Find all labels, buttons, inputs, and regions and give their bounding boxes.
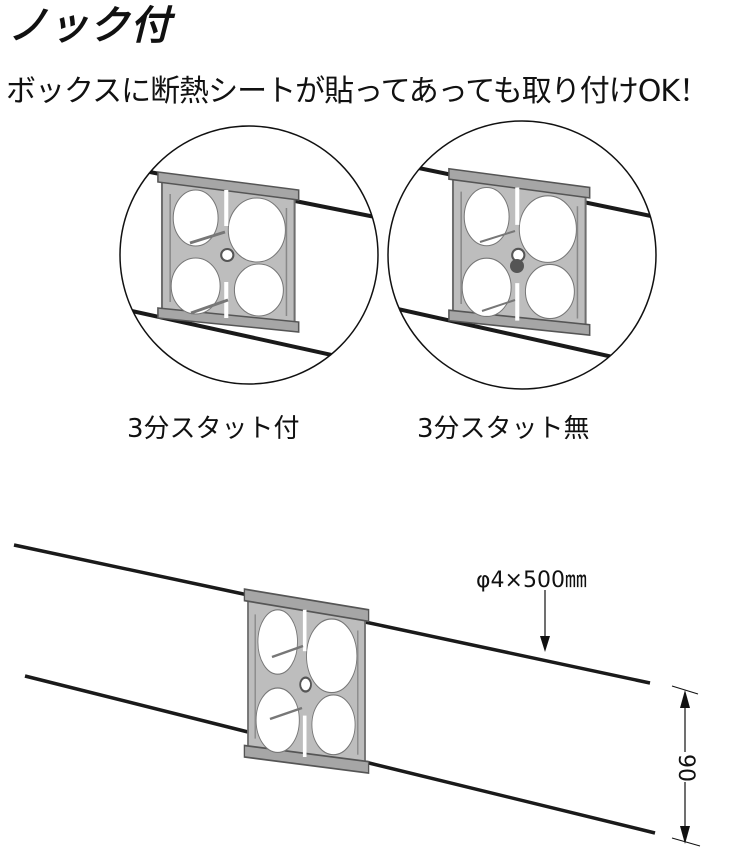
page-subtitle: ボックスに断熱シートが貼ってあっても取り付けOK！: [6, 74, 709, 109]
variant-label-without-stud: 3分スタット無: [417, 414, 590, 444]
variant-label-with-stud: 3分スタット付: [127, 414, 300, 444]
detail-circle-with-stud: [119, 125, 379, 385]
page-title: ノック付: [8, 3, 172, 49]
spacing-dimension-label: 90: [673, 754, 698, 782]
spacing-dimension-arrow: [671, 685, 701, 847]
wire-spec-label: φ4×500㎜: [476, 568, 587, 593]
wire-spec-leader-arrow: [540, 590, 550, 652]
spacer-assembly-diagram: [13, 543, 656, 835]
detail-circle-without-stud: [387, 120, 657, 390]
